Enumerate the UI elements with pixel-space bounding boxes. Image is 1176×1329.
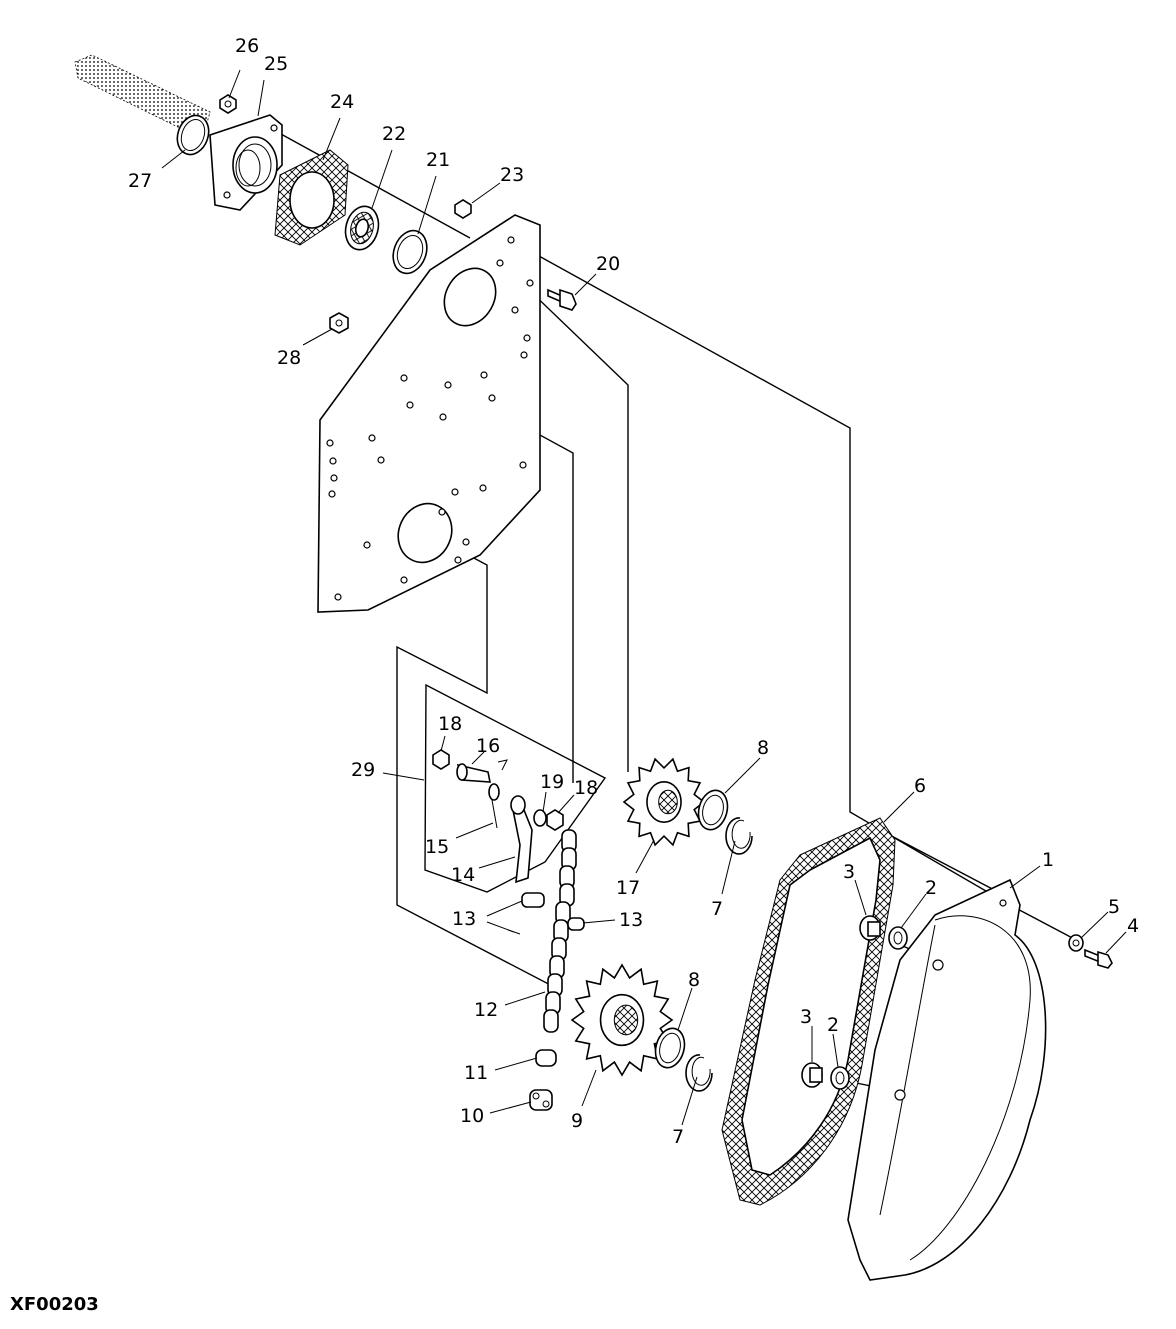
figure-code: XF00203 <box>10 1294 99 1315</box>
callout-8-upper: 8 <box>757 737 769 759</box>
bearing-22 <box>344 205 380 251</box>
callout-5: 5 <box>1108 896 1120 918</box>
callout-13-left: 13 <box>452 908 476 930</box>
mounting-plate <box>317 214 541 613</box>
callout-17: 17 <box>616 877 640 899</box>
callout-8-lower: 8 <box>688 969 700 991</box>
nut-28 <box>329 312 349 334</box>
callout-9: 9 <box>571 1110 583 1132</box>
callout-14: 14 <box>451 864 475 886</box>
callout-21: 21 <box>426 149 450 171</box>
callout-6: 6 <box>914 775 926 797</box>
leader-lines <box>161 69 1127 1126</box>
callout-24: 24 <box>330 91 354 113</box>
bolt-20 <box>547 288 577 311</box>
o-ring-27 <box>176 114 210 156</box>
callout-10: 10 <box>460 1105 484 1127</box>
callout-1: 1 <box>1042 849 1054 871</box>
callout-3-lower: 3 <box>800 1006 812 1028</box>
callout-2-upper: 2 <box>925 877 937 899</box>
flange-housing-25 <box>209 114 283 211</box>
callout-labels: 26 25 24 22 21 27 23 20 28 18 16 29 19 1… <box>128 35 1139 1148</box>
washer-5 <box>1068 934 1084 952</box>
callout-13-right: 13 <box>619 909 643 931</box>
callout-3-upper: 3 <box>843 861 855 883</box>
nut-18-upper <box>432 749 450 770</box>
callout-15: 15 <box>425 836 449 858</box>
washer-2-upper <box>888 926 908 950</box>
ring-8-upper <box>697 789 729 831</box>
roller-chain-12 <box>507 829 585 1033</box>
washer-2-lower <box>830 1066 850 1090</box>
cover-gasket-6 <box>721 817 896 1206</box>
snap-ring-7-lower <box>685 1054 713 1092</box>
callout-12: 12 <box>474 999 498 1021</box>
callout-20: 20 <box>596 253 620 275</box>
spring-15 <box>488 759 508 829</box>
callout-7-lower: 7 <box>672 1126 684 1148</box>
nut-18-lower <box>546 809 564 831</box>
callout-22: 22 <box>382 123 406 145</box>
snap-ring-7-upper <box>725 817 753 855</box>
chain-case-cover-1 <box>847 878 1047 1281</box>
offset-link-11 <box>535 1049 557 1067</box>
bolt-4 <box>1084 948 1113 969</box>
stud-16 <box>456 763 491 783</box>
sprocket-9 <box>570 963 674 1077</box>
callout-16: 16 <box>476 735 500 757</box>
nut-26 <box>219 94 237 114</box>
callout-29: 29 <box>351 759 375 781</box>
ring-8-lower <box>654 1027 686 1069</box>
plug-3-upper <box>859 915 881 941</box>
callout-11: 11 <box>464 1062 488 1084</box>
plug-3-lower <box>801 1062 823 1088</box>
callout-27: 27 <box>128 170 152 192</box>
callout-18-upper: 18 <box>438 713 462 735</box>
callout-23: 23 <box>500 164 524 186</box>
washer-19 <box>533 809 547 827</box>
sprocket-17 <box>622 757 706 847</box>
callout-25: 25 <box>264 53 288 75</box>
connecting-link-10 <box>529 1089 553 1111</box>
tensioner-assembly-29 <box>424 683 607 893</box>
callout-7-upper: 7 <box>711 898 723 920</box>
gasket-24 <box>274 149 349 246</box>
nut-23 <box>454 199 472 219</box>
callout-2-lower: 2 <box>827 1014 839 1036</box>
callout-18-lower: 18 <box>574 777 598 799</box>
callout-19: 19 <box>540 771 564 793</box>
snap-ring-21 <box>392 229 428 275</box>
callout-4: 4 <box>1127 915 1139 937</box>
callout-26: 26 <box>235 35 259 57</box>
callout-28: 28 <box>277 347 301 369</box>
